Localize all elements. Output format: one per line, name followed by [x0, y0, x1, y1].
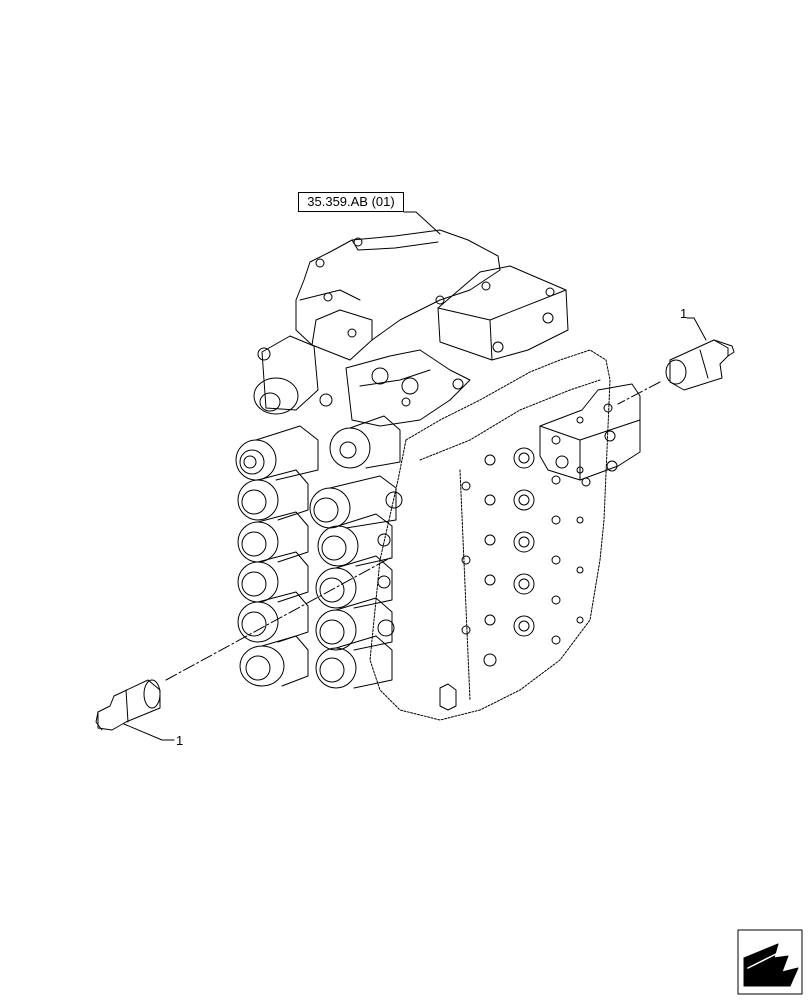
next-page-arrow-icon[interactable] [737, 929, 803, 995]
callout-part-upper [617, 317, 735, 405]
control-valve-assembly [235, 229, 641, 721]
spool-caps-left [235, 425, 319, 687]
port-holes [461, 416, 584, 667]
callout-part-lower [95, 557, 391, 741]
spool-caps-right [309, 415, 403, 689]
reference-label[interactable]: 35.359.AB (01) [298, 192, 404, 212]
callout-number-upper: 1 [680, 306, 688, 321]
reference-leader-line [403, 211, 441, 235]
callout-number-lower: 1 [176, 733, 184, 748]
